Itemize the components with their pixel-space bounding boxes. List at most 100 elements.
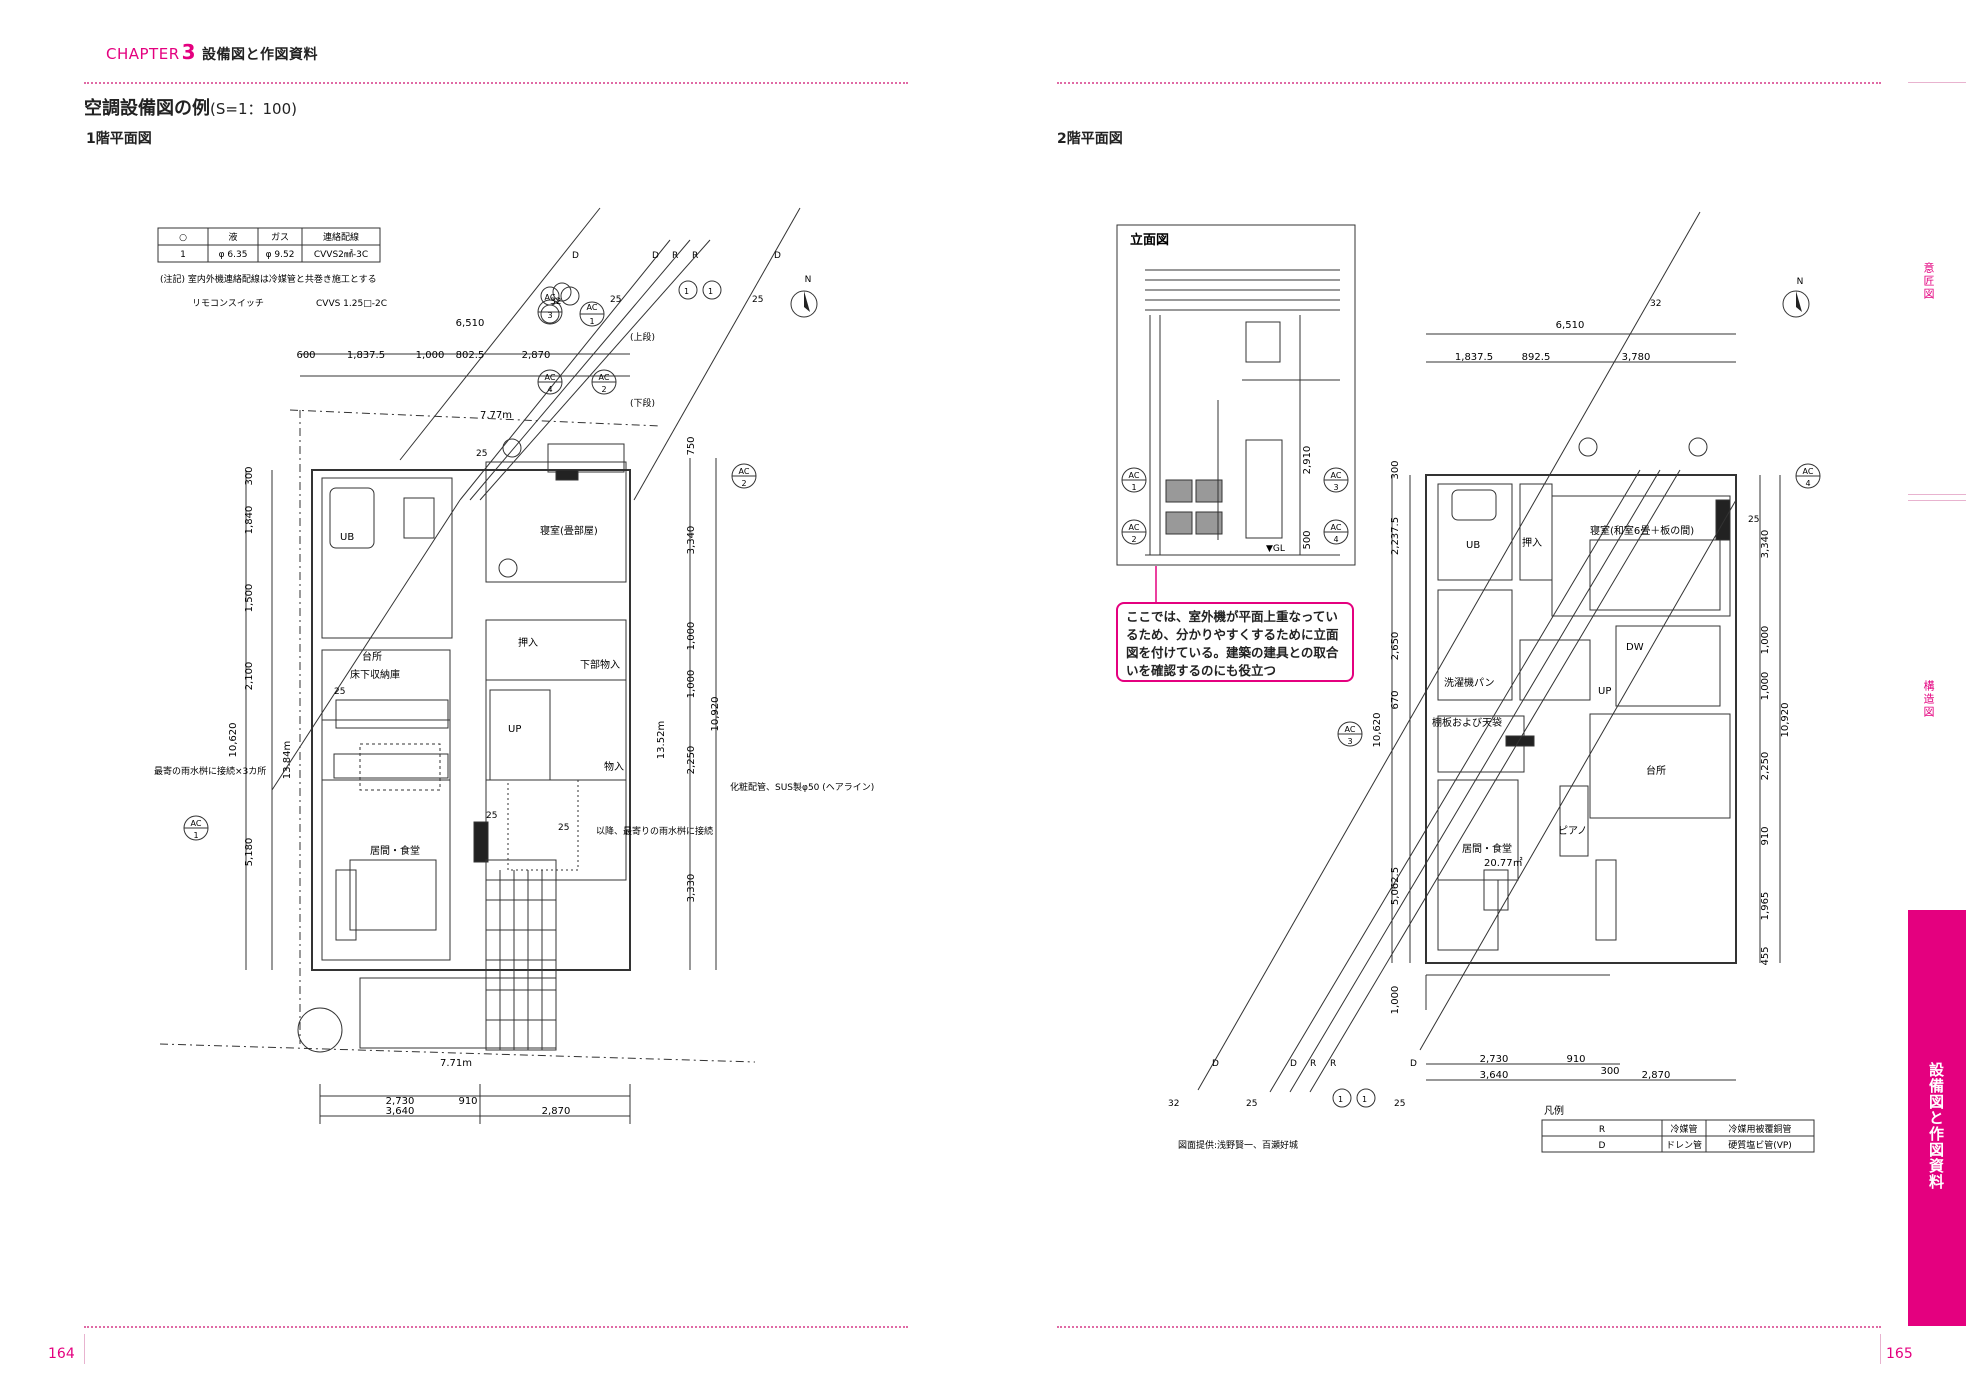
dim2-bottom-2: 910 [1566, 1054, 1585, 1065]
dim2-bottom-3: 300 [1600, 1066, 1619, 1077]
legend-name-r: 冷媒管 [1670, 1123, 1697, 1135]
dim-right-2: 3,340 [686, 526, 697, 555]
dim-right-diag: 13.52m [656, 721, 667, 759]
legend-spec-r: 冷媒用被覆銅管 [1728, 1123, 1791, 1135]
room2-living: 居間・食堂 [1462, 842, 1512, 855]
spec-cell-1: φ 6.35 [219, 250, 248, 260]
annotation-note-text: ここでは、室外機が平面上重なっているため、分かりやすくするために立面図を付けてい… [1126, 609, 1339, 678]
pipe-label-d1: D [572, 251, 579, 261]
ac2-num-1: 3 [1347, 737, 1352, 746]
spec-note: (注記) 室内外機連絡配線は冷媒管と共巻き施工とする [160, 273, 377, 285]
dim-left-total: 10,620 [228, 723, 239, 758]
pipe-size-25e: 25 [486, 811, 497, 821]
pipe2-c2: 1 [1362, 1095, 1367, 1104]
dim-bottom-3: 3,640 [386, 1106, 415, 1117]
pipe-label-r1: R [672, 251, 678, 261]
callout-drain: 以降、最寄りの雨水桝に接続 [596, 825, 713, 837]
spec-head-0: ○ [179, 233, 187, 243]
dim-top-1: 600 [296, 350, 315, 361]
dim2-right-5: 910 [1760, 826, 1771, 845]
room2-piano: ピアノ [1558, 825, 1587, 837]
dim2-left-4: 670 [1390, 690, 1401, 709]
callout-pipe-right: 化粧配管、SUS製φ50 (ヘアライン) [730, 781, 874, 793]
room2-laundry: 洗濯機パン [1444, 676, 1495, 689]
footer-divider-right [1057, 1326, 1881, 1328]
side-tab-active[interactable]: 設備図と作図資料 [1908, 910, 1966, 1326]
dim2-right-total: 10,920 [1780, 703, 1791, 738]
elevation-gl: ▼GL [1266, 544, 1285, 554]
building-outline-2f [1425, 474, 1737, 964]
side-tab-design-label: 意匠図 [1922, 262, 1935, 301]
elev-ac-num-0: 1 [1131, 483, 1136, 492]
dim2-bottom-5: 2,870 [1642, 1070, 1671, 1081]
header-divider-right [1057, 82, 1881, 84]
room-up: UP [508, 724, 521, 735]
room2-area: 20.77㎡ [1484, 857, 1523, 869]
ac2-num-0: 4 [1805, 479, 1810, 488]
annotation-note: ここでは、室外機が平面上重なっているため、分かりやすくするために立面図を付けてい… [1116, 602, 1354, 682]
footer-tick-right [1880, 1334, 1881, 1364]
pipe2-size-32: 32 [1168, 1099, 1179, 1109]
north-label-right: N [1797, 277, 1804, 287]
side-tab-structure[interactable]: 構造図 [1920, 680, 1936, 723]
right-subtitle: 2階平面図 [1057, 131, 1123, 147]
dim-right-4: 1,000 [686, 670, 697, 699]
legend-line-r: R [1599, 1125, 1605, 1135]
dim2-left-3: 2,650 [1390, 632, 1401, 661]
ac-label-3: AC [599, 373, 610, 382]
ac2-label-1: AC [1345, 725, 1356, 734]
spec-cell-3: CVVS2㎟-3C [314, 249, 368, 260]
room2-shelf: 棚板および天袋 [1432, 716, 1502, 729]
pipe-size-32: 32 [550, 297, 561, 307]
pipe2-size-25a: 25 [1246, 1099, 1257, 1109]
elev-ac-label-3: AC [1331, 523, 1342, 532]
spec-head-1: 液 [228, 231, 237, 243]
dim2-top-3: 3,780 [1622, 352, 1651, 363]
tab-divider-1 [1908, 82, 1966, 83]
room-bedroom: 寝室(畳部屋) [540, 524, 598, 537]
pipe-size-25f: 25 [558, 823, 569, 833]
ac-num-1: 1 [589, 317, 594, 326]
dim2-right-1: 3,340 [1760, 530, 1771, 559]
dim2-bottom-4: 3,640 [1480, 1070, 1509, 1081]
ac-num-0: 3 [547, 311, 552, 320]
pipe-label-d3: D [774, 251, 781, 261]
dim-left-5: 5,180 [244, 838, 255, 867]
dim-right-5: 2,250 [686, 746, 697, 775]
dim2-right-3: 1,000 [1760, 672, 1771, 701]
dim-top-2: 1,837.5 [347, 350, 385, 361]
elev-ac-num-2: 3 [1333, 483, 1338, 492]
room2-ub: UB [1466, 540, 1480, 551]
remote-label: リモコンスイッチ [192, 298, 264, 309]
dim2-left-6: 1,000 [1390, 986, 1401, 1015]
pipe-label-c1: 1 [684, 287, 689, 296]
floor-plan-1f: ○ 液 ガス 連絡配線 1 φ 6.35 φ 9.52 CVVS2㎟-3C (注… [154, 207, 874, 1124]
label-upper: (上段) [630, 331, 655, 343]
room2-bedroom: 寝室(和室6畳＋板の間) [1590, 524, 1694, 537]
dim2-top-2: 892.5 [1522, 352, 1551, 363]
building-outline-1f [311, 469, 631, 971]
room-under-storage: 下部物入 [580, 658, 620, 671]
dim-right-1: 750 [686, 436, 697, 455]
room-kitchen: 台所 [362, 650, 382, 663]
side-tab-design[interactable]: 意匠図 [1920, 262, 1936, 305]
dim-left-1: 300 [244, 466, 255, 485]
dim2-left-1: 300 [1390, 460, 1401, 479]
left-subtitle: 1階平面図 [86, 131, 152, 147]
dim-bottom-1: 2,730 [386, 1096, 415, 1107]
dim-right-3: 1,000 [686, 622, 697, 651]
side-tab-structure-label: 構造図 [1922, 680, 1935, 719]
dim2-right-4: 2,250 [1760, 752, 1771, 781]
dim-left-2: 1,840 [244, 506, 255, 535]
dim-right-6: 3,330 [686, 874, 697, 903]
label-diag-bottom: 7.71m [440, 1058, 472, 1069]
dim-top-total: 6,510 [456, 318, 485, 329]
pipe-size-25c: 25 [476, 449, 487, 459]
remote-cable: CVVS 1.25□-2C [316, 299, 387, 309]
elev-ac-label-0: AC [1129, 471, 1140, 480]
pipe2-size-32b: 32 [1650, 299, 1661, 309]
pipe-size-25d: 25 [334, 687, 345, 697]
legend-name-d: ドレン管 [1666, 1139, 1702, 1151]
dim-top-3: 1,000 [416, 350, 445, 361]
